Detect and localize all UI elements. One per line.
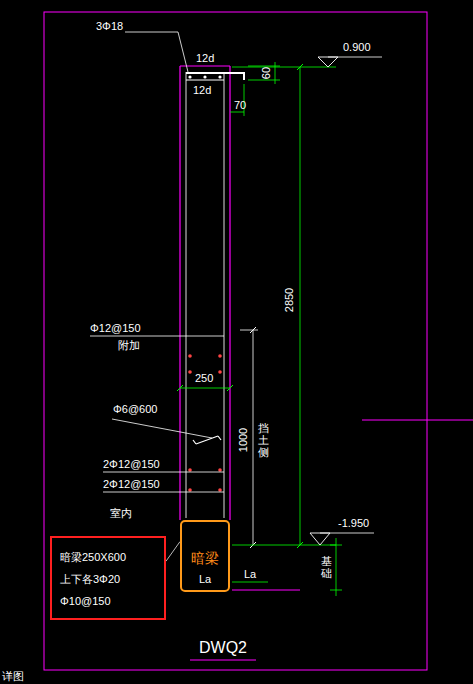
sheet-note: 详图 — [2, 670, 24, 683]
node-text: 暗梁 — [191, 550, 219, 567]
rebar-callout: 3Φ18 — [96, 20, 123, 33]
node-text: La — [199, 572, 211, 586]
anchor-length: La — [244, 568, 256, 581]
side-note: 基础 — [321, 555, 332, 579]
anchor-length: 12d — [196, 52, 214, 65]
dimension: 60 — [260, 67, 273, 79]
elevation-value: -1.950 — [338, 517, 369, 530]
leader-line — [166, 542, 180, 562]
hidden-beam-box: 暗梁 La — [180, 520, 230, 592]
rebar-callout: 2Φ12@150 — [103, 478, 160, 491]
rebar-callout: 2Φ12@150 — [103, 458, 160, 471]
dimension: 2850 — [283, 288, 296, 312]
drawing-title: DWQ2 — [199, 639, 247, 657]
side-note: 室内 — [110, 507, 132, 520]
node-text: 上下各3Φ20 — [60, 572, 120, 586]
rebar-callout: Φ6@600 — [113, 403, 157, 416]
beam-note-box: 暗梁250X600 上下各3Φ20Φ10@150 — [50, 536, 166, 620]
side-note: 挡土侧 — [258, 422, 269, 458]
node-text: Φ10@150 — [60, 594, 111, 608]
dimension: 250 — [195, 372, 213, 385]
node-text: 暗梁250X600 — [60, 550, 126, 564]
dimension: 70 — [234, 99, 246, 112]
dimension: 1000 — [237, 428, 250, 452]
rebar-note: 附加 — [118, 339, 140, 352]
rebar-callout: Φ12@150 — [90, 322, 141, 335]
elevation-value: 0.900 — [343, 41, 371, 54]
anchor-length: 12d — [193, 84, 211, 97]
